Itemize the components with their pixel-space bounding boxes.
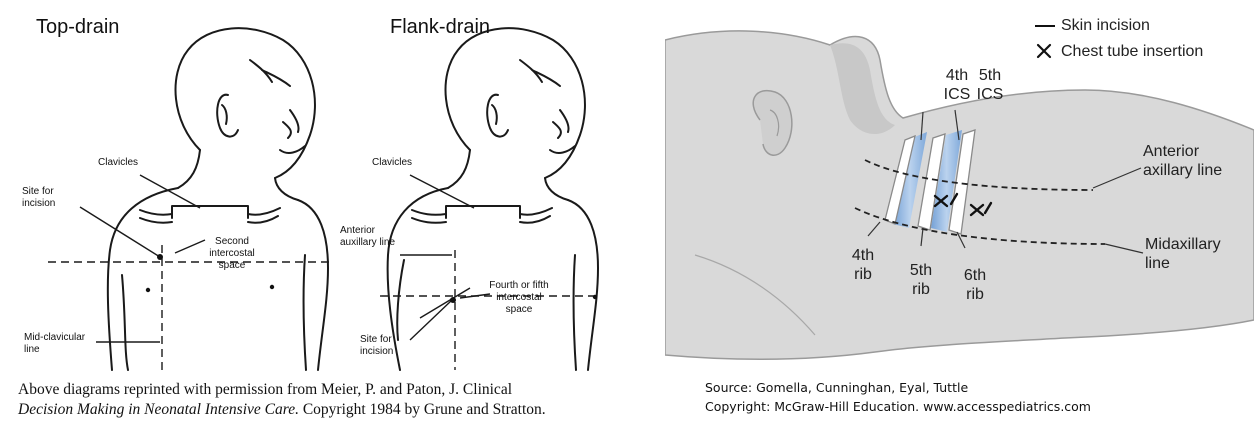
midaxillary-line2: line <box>1145 254 1221 273</box>
flank-site-label-line1: Site for <box>360 334 393 346</box>
top-child-shoulders <box>108 188 328 370</box>
flank-clavicles-pointer <box>410 175 474 208</box>
neonatal-drawings-panel: Top-drain Flank-drain Clavicles Site for… <box>0 0 665 431</box>
top-child-clavicle-bracket <box>172 206 248 218</box>
top-child-face <box>280 110 305 153</box>
citation-book-title: Decision Making in Neonatal Intensive Ca… <box>18 401 299 418</box>
flank-child-shoulders <box>388 188 598 370</box>
flank-child-face <box>550 110 575 153</box>
midaxillary-label: Midaxillary line <box>1145 235 1221 273</box>
anterior-axillary-line1: Anterior <box>1143 142 1222 161</box>
top-child-head <box>176 28 315 178</box>
flank-clavicles-label: Clavicles <box>372 157 412 169</box>
top-clavicles-pointer <box>140 175 200 208</box>
top-drain-title: Top-drain <box>36 16 119 39</box>
flank-child-head <box>446 28 585 178</box>
rib-4-label: 4th rib <box>845 246 881 284</box>
top-site-label-line2: incision <box>22 198 55 210</box>
top-child-arm-lines <box>122 255 306 370</box>
rib-6-label-line1: 6th <box>957 266 993 285</box>
legend-tube-insertion-label: Chest tube insertion <box>1061 42 1203 61</box>
citation-line1: Above diagrams reprinted with permission… <box>18 380 546 400</box>
ics-5-label-line2: ICS <box>970 85 1010 104</box>
flank-fourth-ics-line2: intercostal <box>474 292 564 304</box>
top-second-ics-line3: space <box>196 260 268 272</box>
citation-text: Above diagrams reprinted with permission… <box>18 380 546 420</box>
rib-5-label-line1: 5th <box>903 261 939 280</box>
flank-drain-title: Flank-drain <box>390 16 490 39</box>
flank-anterior-label: Anterior auxillary line <box>340 225 395 249</box>
flank-incision-slash <box>420 288 470 318</box>
source-citation: Source: Gomella, Cunninghan, Eyal, Tuttl… <box>705 378 1091 416</box>
top-midclav-line2: line <box>24 344 85 356</box>
flank-site-label: Site for incision <box>360 334 393 358</box>
rib-5-label: 5th rib <box>903 261 939 299</box>
rib-6-label-line2: rib <box>957 285 993 304</box>
flank-nipple <box>593 295 597 299</box>
top-nipple-left <box>146 288 150 292</box>
citation-copyright: Copyright 1984 by Grune and Stratton. <box>299 401 546 418</box>
anterior-axillary-label: Anterior axillary line <box>1143 142 1222 180</box>
ics-5-label: 5th ICS <box>970 66 1010 104</box>
flank-fourth-ics-line3: space <box>474 304 564 316</box>
top-second-ics-label: Second intercostal space <box>196 236 268 272</box>
top-site-label: Site for incision <box>22 186 55 210</box>
flank-anterior-line1: Anterior <box>340 225 395 237</box>
flank-anterior-line2: auxillary line <box>340 237 395 249</box>
rib-5-label-line2: rib <box>903 280 939 299</box>
top-site-label-line1: Site for <box>22 186 55 198</box>
top-site-dot <box>157 254 163 260</box>
child-drawings-illustration <box>0 0 665 431</box>
flank-site-dot <box>450 297 456 303</box>
rib-4-label-line1: 4th <box>845 246 881 265</box>
top-second-ics-line2: intercostal <box>196 248 268 260</box>
legend-x-marker <box>1038 45 1050 57</box>
top-midclav-label: Mid-clavicular line <box>24 332 85 356</box>
rib-6-label: 6th rib <box>957 266 993 304</box>
axillary-anatomy-illustration <box>665 0 1254 431</box>
flank-site-label-line2: incision <box>360 346 393 358</box>
top-clavicles-label: Clavicles <box>98 157 138 169</box>
source-line1: Source: Gomella, Cunninghan, Eyal, Tuttl… <box>705 378 1091 397</box>
top-second-ics-line1: Second <box>196 236 268 248</box>
top-midclav-line1: Mid-clavicular <box>24 332 85 344</box>
axillary-illustration-panel: Skin incision Chest tube insertion 4th I… <box>665 0 1254 431</box>
top-site-pointer <box>80 207 160 257</box>
source-line2: Copyright: McGraw-Hill Education. www.ac… <box>705 397 1091 416</box>
flank-fourth-ics-line1: Fourth or fifth <box>474 280 564 292</box>
ics-5-label-line1: 5th <box>970 66 1010 85</box>
citation-line2: Decision Making in Neonatal Intensive Ca… <box>18 400 546 420</box>
top-nipple-right <box>270 285 274 289</box>
flank-child-clavicle-bracket <box>446 206 520 218</box>
flank-fourth-ics-label: Fourth or fifth intercostal space <box>474 280 564 316</box>
legend-skin-incision-label: Skin incision <box>1061 16 1150 35</box>
midaxillary-line1: Midaxillary <box>1145 235 1221 254</box>
anterior-axillary-line2: axillary line <box>1143 161 1222 180</box>
flank-site-pointer <box>410 300 452 340</box>
rib-4-label-line2: rib <box>845 265 881 284</box>
